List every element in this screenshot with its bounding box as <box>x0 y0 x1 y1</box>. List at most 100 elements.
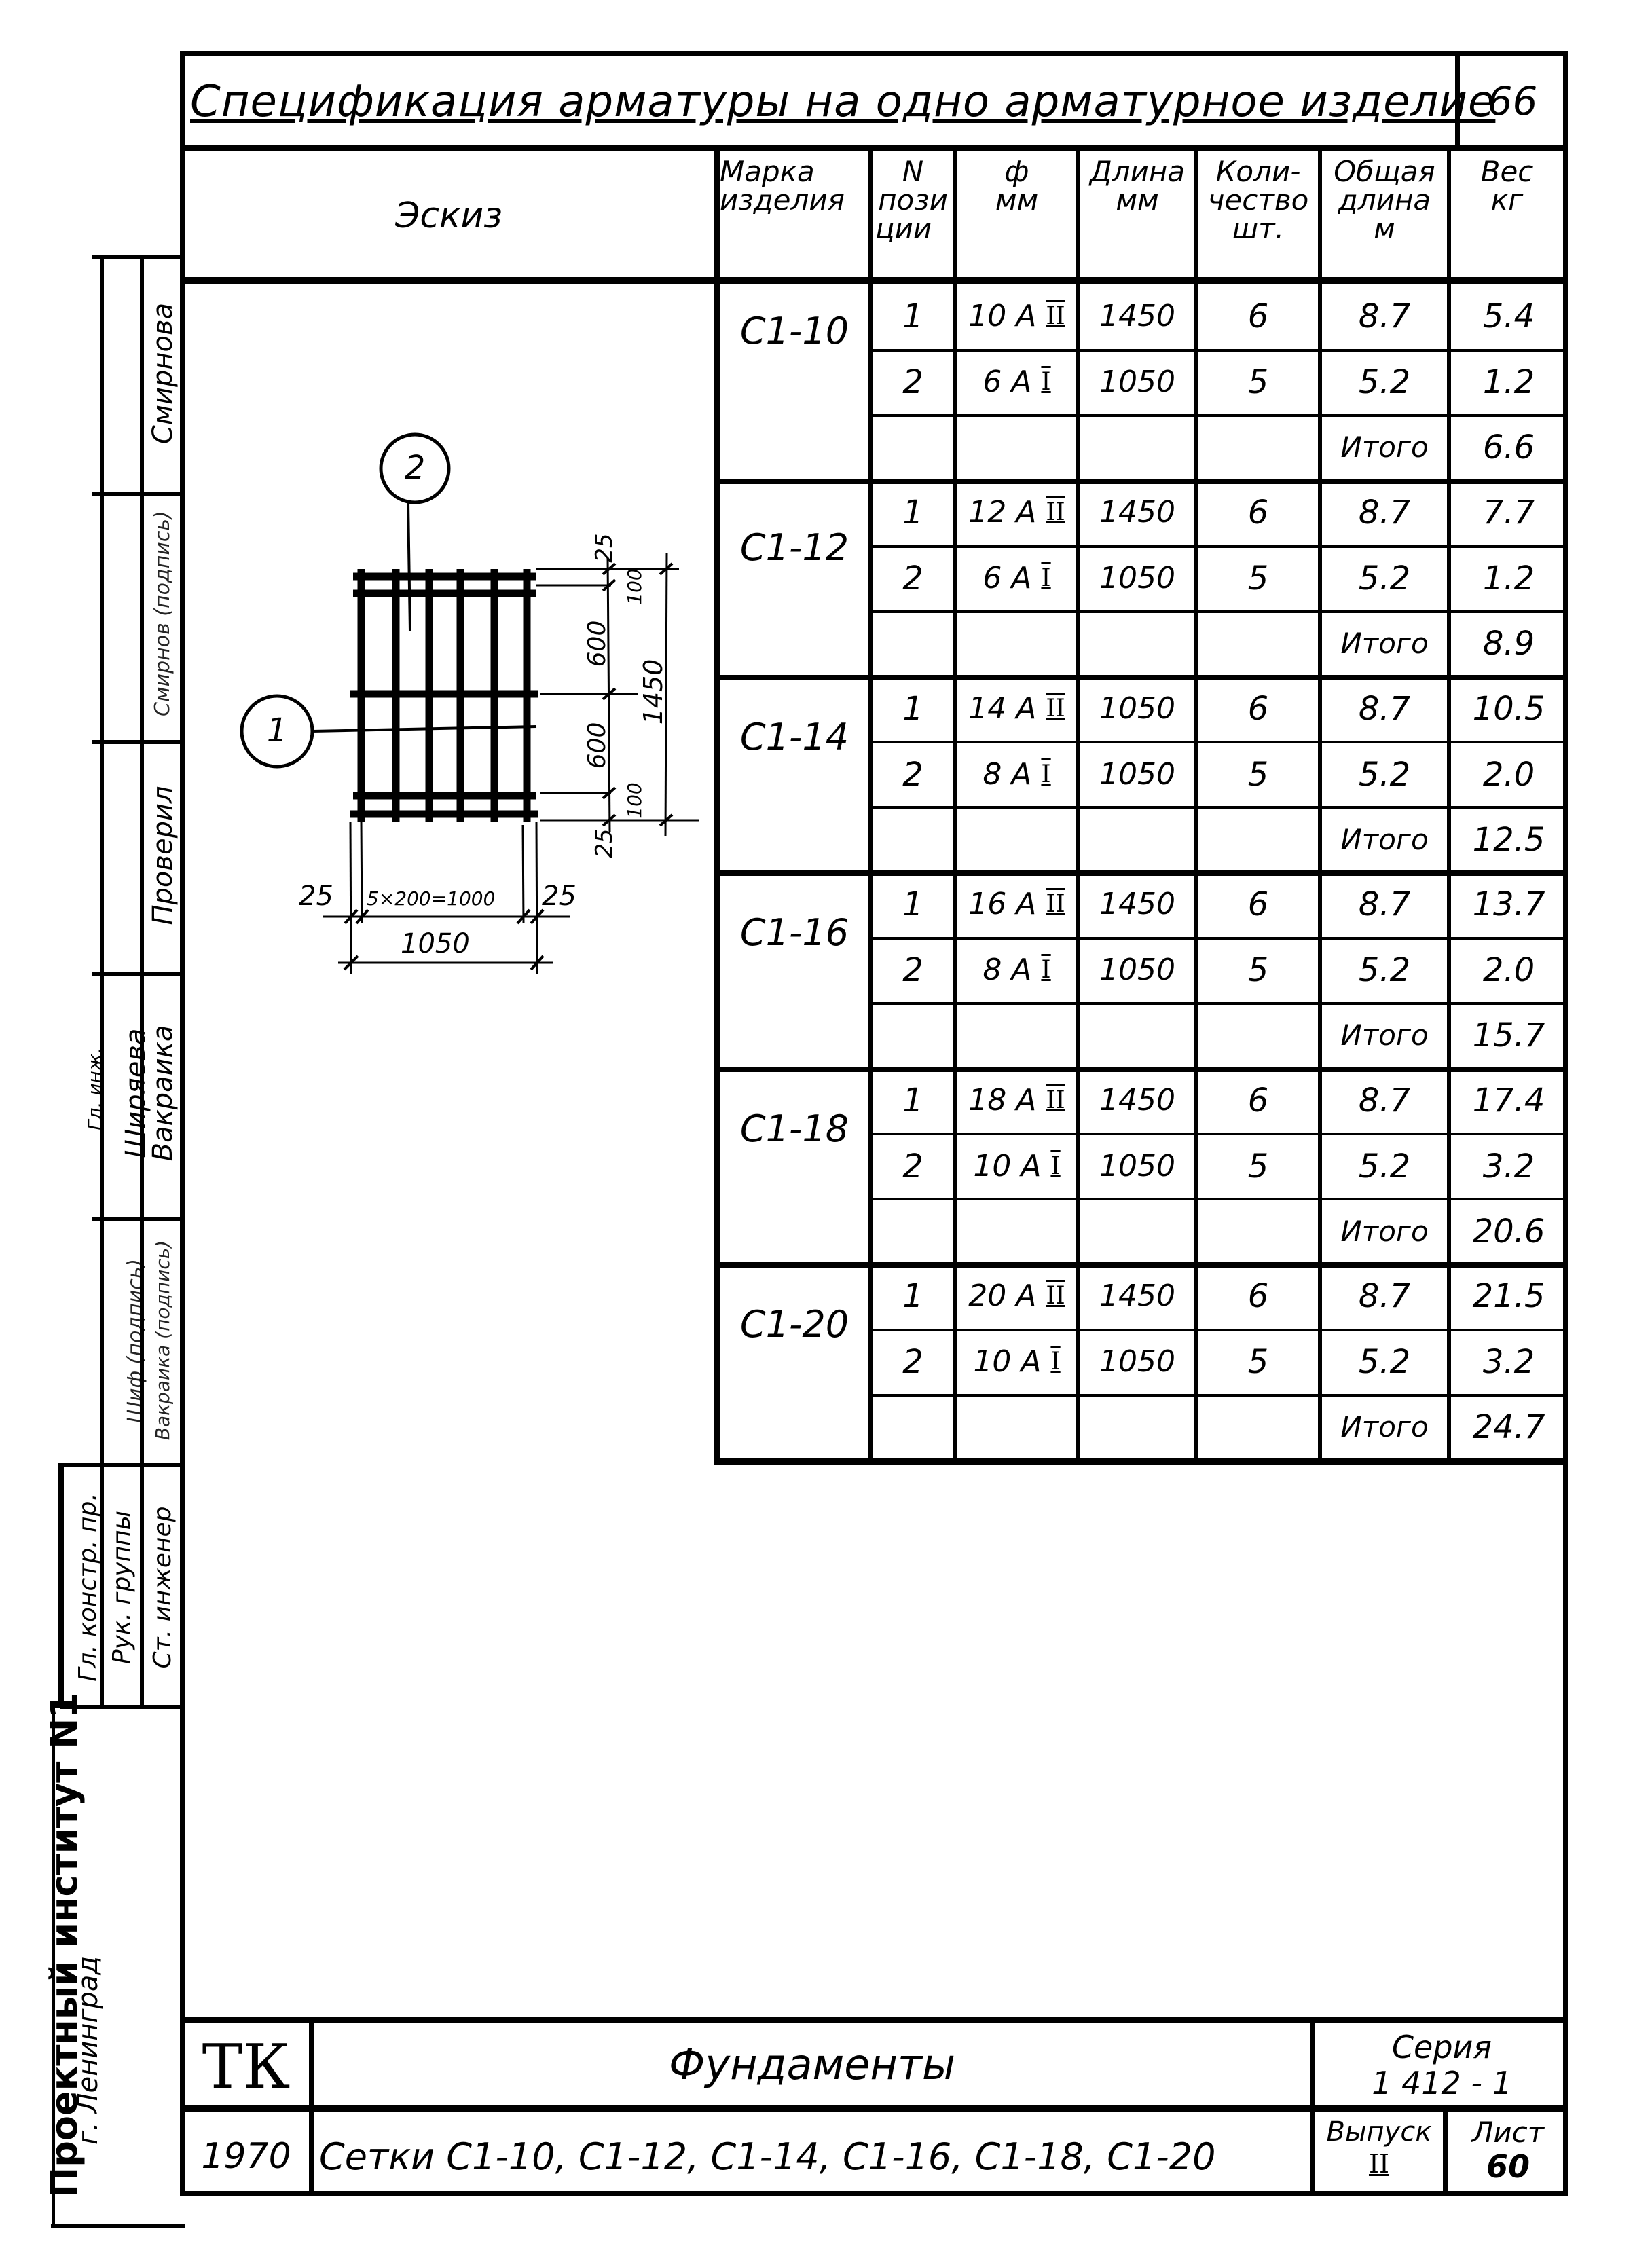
org-code: ТК <box>202 2031 291 2103</box>
qty-cell: 6 <box>1247 494 1269 532</box>
mark-cell: С1-12 <box>739 526 849 569</box>
row-divider <box>869 545 1568 548</box>
dia-value: 6 А <box>983 561 1032 595</box>
mark-cell: С1-10 <box>739 310 849 352</box>
tot-cell: 8.7 <box>1358 297 1411 335</box>
len-cell: 1050 <box>1099 1344 1175 1379</box>
pos-cell: 2 <box>902 1147 923 1185</box>
stamp-hline <box>60 1705 185 1709</box>
mark-cell: С1-14 <box>739 716 849 758</box>
stamp-vline <box>140 257 144 1707</box>
stamp-hline <box>92 492 185 496</box>
header-mark: Марка изделия <box>720 158 868 215</box>
tot-cell: 5.2 <box>1358 756 1411 794</box>
len-cell: 1050 <box>1099 365 1175 399</box>
total-weight: 8.9 <box>1482 625 1535 663</box>
dim-top-offset: 100 <box>623 568 646 605</box>
pos-cell: 2 <box>902 559 923 597</box>
dia-value: 8 А <box>983 953 1032 987</box>
tot-cell: 5.2 <box>1358 1343 1411 1381</box>
steel-class: II <box>1046 1086 1065 1114</box>
pos-cell: 2 <box>902 363 923 401</box>
steel-class: II <box>1046 695 1065 722</box>
mark-cell: С1-20 <box>739 1303 849 1346</box>
group-c1-20: С1-20 1 20 А II 1450 6 8.7 21.5 2 10 А I… <box>714 1264 1568 1459</box>
stamp-hline <box>92 972 185 976</box>
header-diameter-line2: мм <box>995 183 1039 217</box>
qty-cell: 5 <box>1247 951 1269 989</box>
steel-class: II <box>1046 302 1065 330</box>
signature-smirnov: Смирнов (подпись) <box>151 511 175 716</box>
len-cell: 1050 <box>1099 691 1175 726</box>
row-divider <box>869 741 1568 743</box>
wt-cell: 1.2 <box>1482 363 1535 401</box>
stamp-vline-outer <box>58 1463 64 1708</box>
header-diameter-line1: ф <box>1004 155 1029 188</box>
series-label: Серия <box>1391 2029 1492 2065</box>
dim-lower-span: 600 <box>583 722 611 769</box>
dia-cell: 10 А I <box>957 1135 1076 1198</box>
dim-left-margin: 25 <box>299 881 333 912</box>
spec-title: Спецификация арматуры на одно арматурное… <box>190 77 1496 127</box>
tot-cell: 5.2 <box>1358 559 1411 597</box>
header-weight-line1: Вес <box>1480 155 1534 188</box>
qty-cell: 5 <box>1247 756 1269 794</box>
header-total-length: Общая длина м <box>1322 158 1447 243</box>
institute-city: г. Ленинград <box>73 1956 104 2146</box>
total-weight: 24.7 <box>1472 1408 1545 1446</box>
tot-cell: 8.7 <box>1358 885 1411 923</box>
header-length-line1: Длина <box>1089 155 1186 188</box>
header-length-line2: мм <box>1116 183 1159 217</box>
row-divider <box>869 806 1568 809</box>
name-smirnova: Смирнова <box>147 302 179 445</box>
role-chief-designer: Гл. констр. пр. <box>74 1493 102 1682</box>
group-divider <box>714 1067 1568 1072</box>
tot-cell: 5.2 <box>1358 1147 1411 1185</box>
group-divider <box>714 675 1568 680</box>
title-block-mid <box>180 2105 1568 2112</box>
sheet-value: 60 <box>1486 2148 1530 2185</box>
role-senior-engineer: Ст. инженер <box>149 1506 177 1669</box>
stamp-hline <box>92 255 185 259</box>
steel-class: II <box>1046 890 1065 918</box>
stamp-vline-outer <box>52 1708 55 2227</box>
steel-class: I <box>1050 1152 1061 1180</box>
stamp-hline <box>51 2224 185 2228</box>
steel-class: I <box>1041 956 1051 984</box>
total-label: Итого <box>1340 1018 1429 1052</box>
total-label: Итого <box>1340 430 1429 464</box>
wt-cell: 2.0 <box>1482 951 1535 989</box>
role-fragment: Гл. инж. <box>84 1048 106 1130</box>
mesh-sketch <box>240 432 699 975</box>
header-position-line3: ции <box>875 212 932 245</box>
mark-cell: С1-16 <box>739 911 849 954</box>
row-divider <box>869 610 1568 613</box>
total-weight: 6.6 <box>1482 428 1535 466</box>
header-count-line2: чество <box>1207 183 1309 217</box>
header-position-line2: пози <box>878 183 948 217</box>
spec-table-body: С1-10 1 10 А II 1450 6 8.7 5.4 2 6 А I 1… <box>714 277 1568 1465</box>
dia-cell: 6 А I <box>957 350 1076 414</box>
dia-value: 10 А <box>968 299 1037 333</box>
dim-total-height: 1450 <box>638 659 668 725</box>
checked-label: Проверил <box>147 786 179 925</box>
steel-class: II <box>1046 1282 1065 1310</box>
len-cell: 1450 <box>1099 299 1175 333</box>
group-divider <box>714 870 1568 876</box>
dim-bar-spacing: 5×200=1000 <box>367 887 496 910</box>
wt-cell: 21.5 <box>1472 1277 1545 1315</box>
dia-cell: 18 А II <box>957 1068 1076 1133</box>
title-row-divider <box>180 145 1568 151</box>
series-value: 1 412 - 1 <box>1372 2065 1512 2101</box>
header-diameter: ф мм <box>957 158 1076 215</box>
drawing-frame <box>180 51 1568 2196</box>
len-cell: 1050 <box>1099 1149 1175 1183</box>
header-total-length-line1: Общая <box>1334 155 1435 188</box>
row-divider <box>869 1394 1568 1397</box>
issue-value: II <box>1368 2149 1390 2179</box>
header-weight: Вес кг <box>1451 158 1563 215</box>
dia-cell: 14 А II <box>957 676 1076 741</box>
group-divider <box>714 479 1568 484</box>
header-sketch: Эскиз <box>395 196 502 236</box>
steel-class: I <box>1041 760 1051 788</box>
